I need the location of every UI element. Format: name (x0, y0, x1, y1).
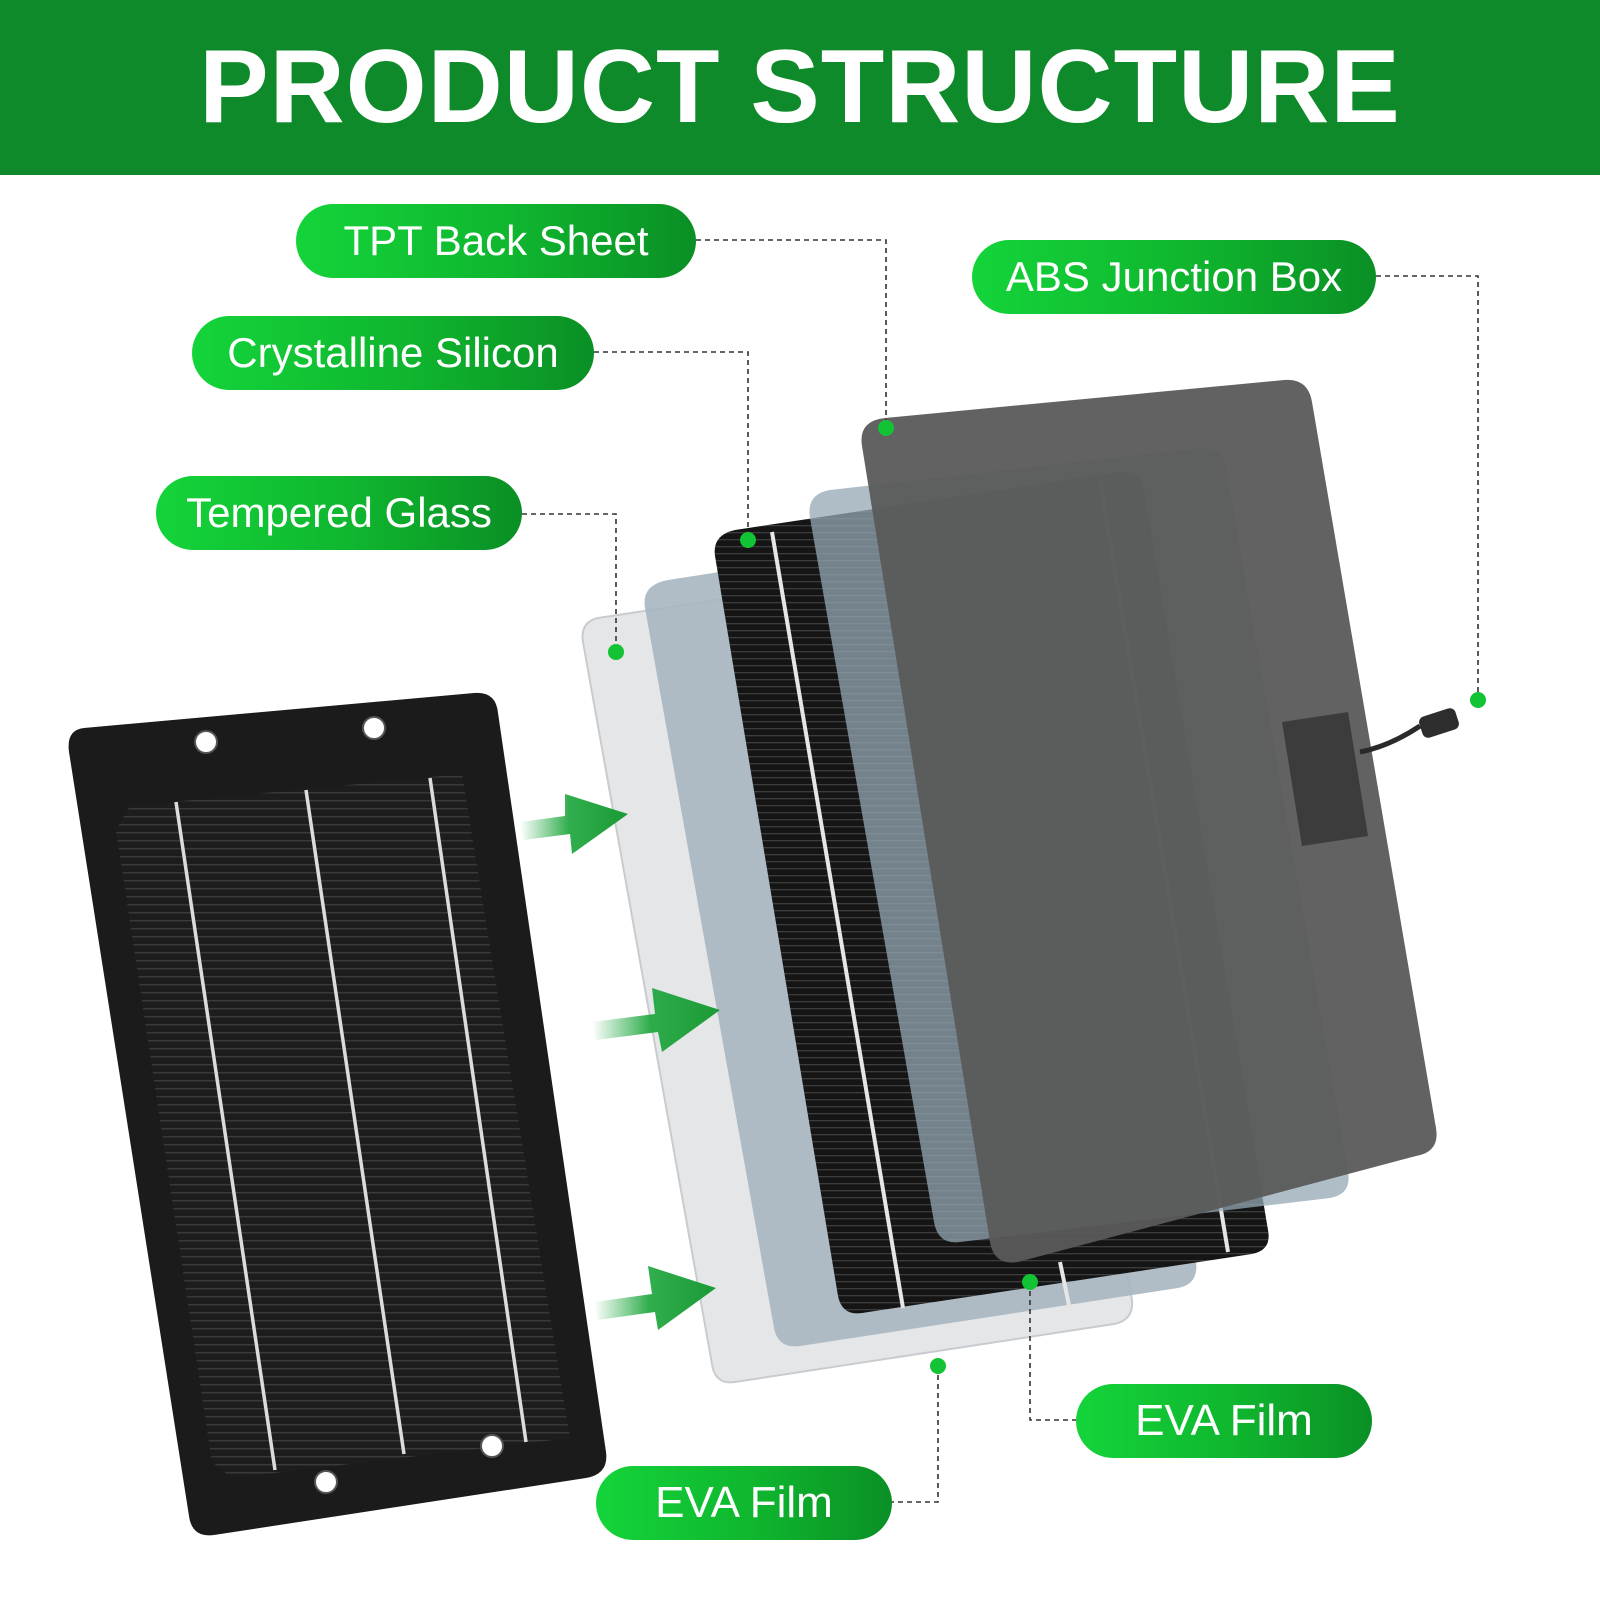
mount-hole (480, 1434, 504, 1458)
page-title: PRODUCT STRUCTURE (199, 29, 1401, 145)
marker-dots (608, 420, 1486, 1374)
label-crystalline-silicon: Crystalline Silicon (192, 316, 594, 390)
label-tpt-back-sheet: TPT Back Sheet (296, 204, 696, 278)
label-eva-film-bottom: EVA Film (596, 1466, 892, 1540)
title-banner: PRODUCT STRUCTURE (0, 0, 1600, 175)
arrow-bottom (594, 1266, 716, 1330)
tpt-back-sheet-layer (861, 379, 1459, 1263)
mount-hole (314, 1470, 338, 1494)
arrow-middle (592, 988, 720, 1052)
label-tempered-glass: Tempered Glass (156, 476, 522, 550)
leader-lines (522, 239, 1479, 1503)
assembled-solar-panel (68, 692, 607, 1536)
label-abs-junction-box: ABS Junction Box (972, 240, 1376, 314)
mount-hole (362, 716, 386, 740)
mount-hole (194, 730, 218, 754)
arrow-top (520, 794, 628, 854)
label-eva-film-right: EVA Film (1076, 1384, 1372, 1458)
dc-connector (1419, 708, 1459, 738)
junction-box (1282, 712, 1368, 846)
